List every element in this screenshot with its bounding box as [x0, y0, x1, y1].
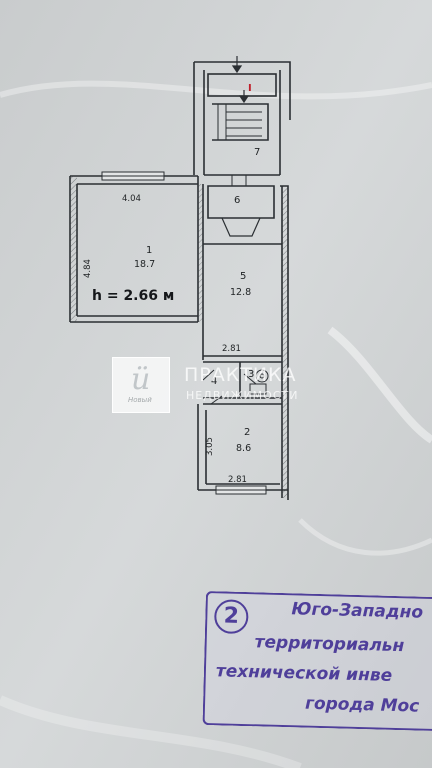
wall-hatch — [70, 176, 77, 322]
watermark-line2: НЕДВИЖИМОСТИ — [186, 389, 299, 402]
stamp-line-3: технической инве — [215, 661, 393, 686]
stamp-line-4: города Мос — [304, 693, 420, 717]
bti-stamp: 2 Юго-Западно территориальн технической … — [202, 591, 432, 732]
room-2-number: 2 — [244, 427, 251, 438]
room-3-number: 3 — [248, 369, 255, 380]
dimension-room1-depth: 4.84 — [83, 259, 93, 278]
bathroom-fixtures — [249, 369, 269, 395]
plastic-fold — [327, 326, 432, 444]
watermark-line1: ПРАКТИКА — [184, 364, 297, 386]
watermark-logo-glyph: ü — [131, 362, 151, 397]
room-6-number: 6 — [234, 195, 241, 206]
stamp-line-1: Юго-Западно — [291, 599, 424, 623]
room-4-number: 4 — [211, 376, 218, 387]
watermark-logo-sub: Новый — [128, 396, 152, 404]
room-7-number: 7 — [254, 147, 261, 158]
room-5-area: 12.8 — [230, 287, 252, 298]
room-2-area: 8.6 — [236, 443, 252, 454]
plastic-fold — [0, 695, 302, 768]
dimension-room1-width: 4.04 — [122, 194, 141, 204]
ceiling-height-label: h = 2.66 м — [92, 288, 175, 304]
plastic-fold — [0, 80, 432, 100]
windows — [101, 171, 267, 495]
stamp-number-circle: 2 — [213, 599, 249, 635]
dimension-room2-width: 2.81 — [228, 475, 247, 485]
wall-hatch — [198, 184, 203, 322]
room-1-number: 1 — [146, 245, 153, 256]
plastic-fold — [298, 518, 432, 556]
entry-arrow — [231, 56, 250, 104]
wall-hatch — [282, 186, 288, 498]
room-1-area: 18.7 — [134, 259, 156, 270]
dimension-room2-depth: 3.05 — [205, 437, 215, 456]
doors — [202, 175, 257, 405]
entry-mark: I — [248, 83, 252, 94]
watermark-logo: ü Новый — [112, 357, 170, 413]
dimension-corridor-width: 2.81 — [222, 344, 241, 354]
stamp-line-2: территориальн — [254, 632, 405, 657]
room-5-number: 5 — [240, 271, 247, 282]
